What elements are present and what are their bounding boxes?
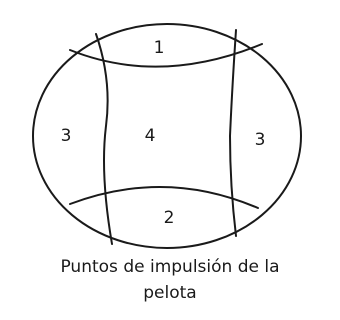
right-seam-line [230,30,236,236]
caption-line-2: pelota [0,280,340,306]
zone-label-2: 2 [164,208,175,228]
bottom-seam-line [70,187,258,208]
zone-label-3-right: 3 [255,130,266,150]
left-seam-line [96,34,112,244]
figure-caption: Puntos de impulsión de la pelota [0,254,340,306]
caption-line-1: Puntos de impulsión de la [0,254,340,280]
zone-label-4: 4 [145,126,156,146]
zone-label-3-left: 3 [61,126,72,146]
zone-label-1: 1 [154,38,165,58]
